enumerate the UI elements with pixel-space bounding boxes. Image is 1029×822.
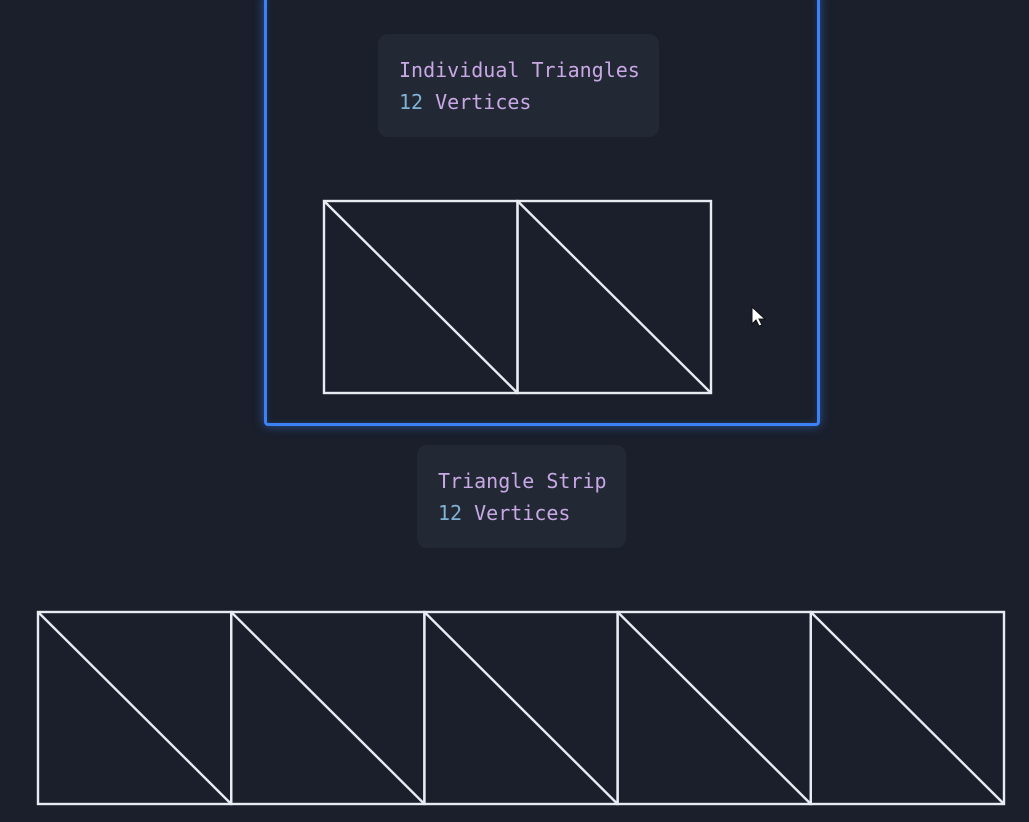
triangle-strip-label: Triangle Strip 12 Vertices [417,445,626,548]
pointer-cursor-icon [751,306,767,327]
triangle-strip-diagonal-5 [809,611,1005,805]
individual-triangles-count-number: 12 [399,90,424,114]
triangle-strip-count-number: 12 [438,501,463,525]
triangle-strip-title: Triangle Strip [438,469,607,493]
individual-triangles-diagonal-1 [323,200,519,394]
triangle-strip-diagonal-2 [230,611,426,805]
triangle-strip-vertex-count: 12 Vertices [438,497,605,529]
triangle-strip-diagonal-1 [37,611,233,805]
individual-triangles-title: Individual Triangles [399,58,640,82]
individual-triangles-label: Individual Triangles 12 Vertices [378,34,659,137]
triangle-strip-count-label: Vertices [474,501,571,525]
triangle-strip-quad-5 [809,610,1006,806]
individual-triangles-vertex-count: 12 Vertices [399,86,638,118]
individual-triangles-mesh [322,199,713,395]
individual-triangles-quad-2 [516,199,713,395]
individual-triangles-diagonal-2 [516,200,712,394]
triangle-strip-mesh [36,610,1006,806]
individual-triangles-count-label: Vertices [435,90,532,114]
triangle-strip-diagonal-3 [423,611,619,805]
selected-panel-individual-triangles[interactable] [264,0,820,426]
triangle-strip-diagonal-4 [616,611,812,805]
